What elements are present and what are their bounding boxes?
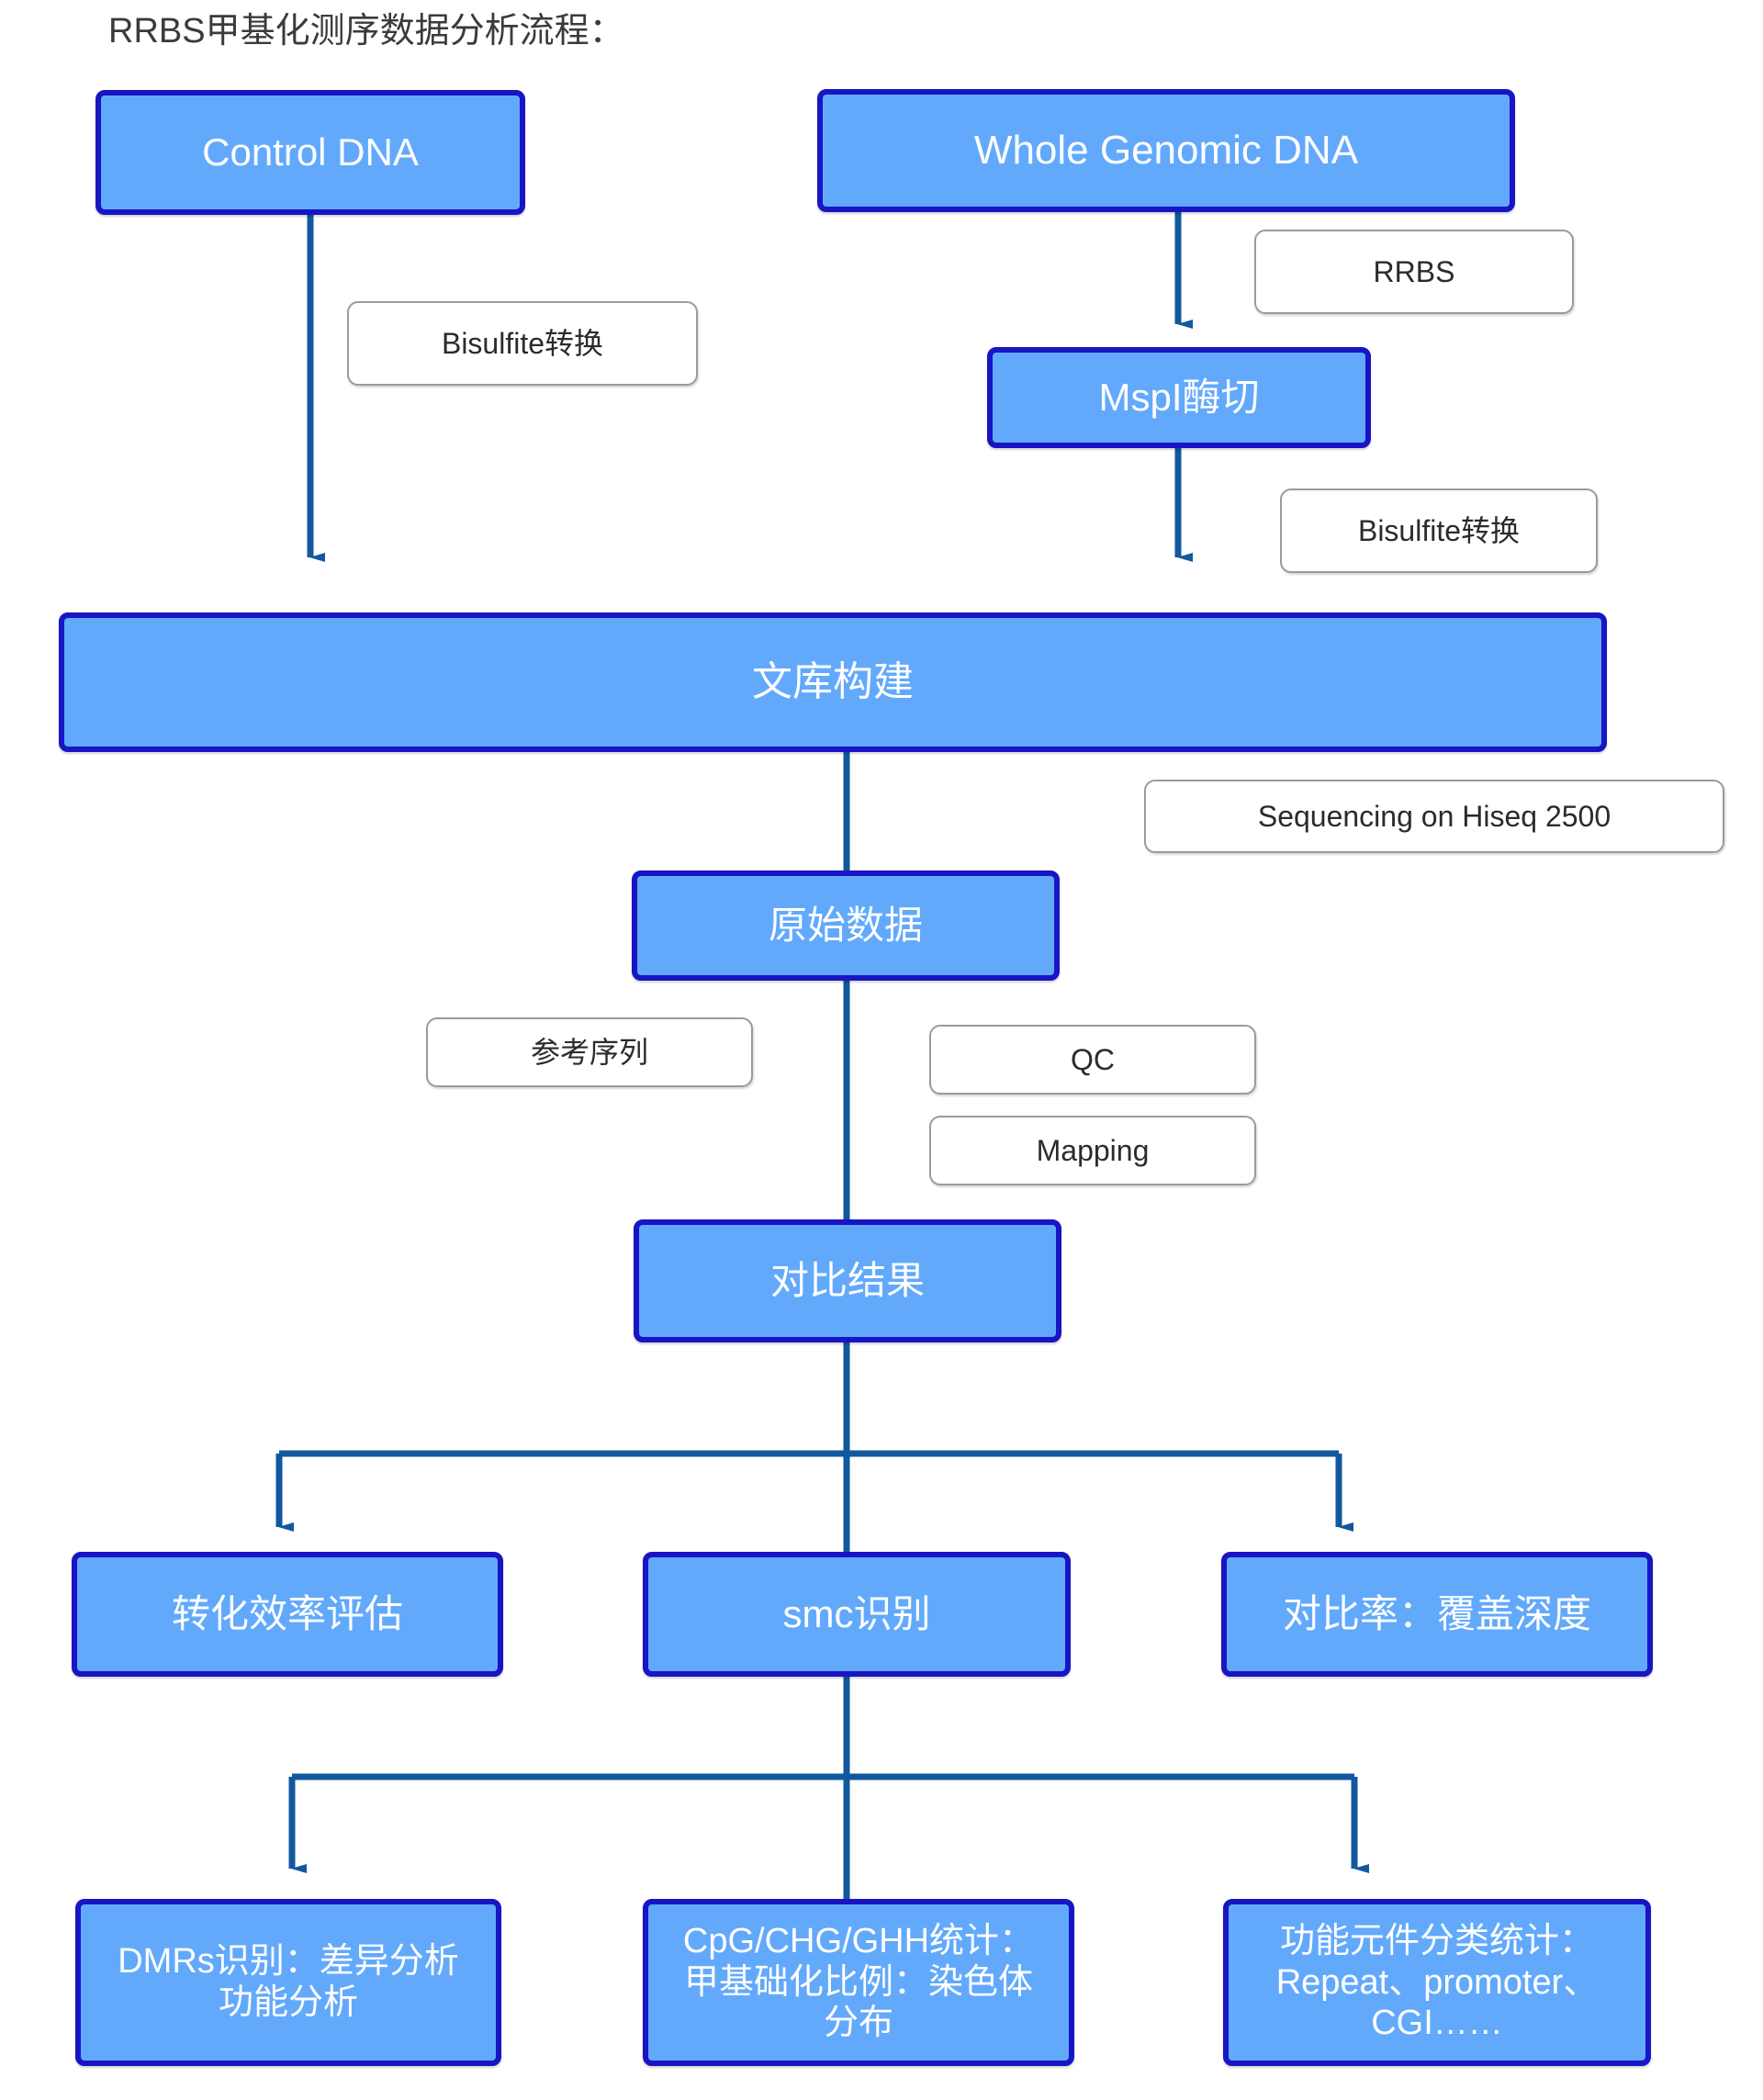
- node-feature-stats[interactable]: 功能元件分类统计： Repeat、promoter、 CGI……: [1223, 1899, 1651, 2066]
- tag-mapping[interactable]: Mapping: [929, 1116, 1256, 1185]
- node-mspi-digestion[interactable]: MspI酶切: [987, 347, 1371, 448]
- tag-bisulfite-right[interactable]: Bisulfite转换: [1280, 489, 1598, 573]
- node-context-stats[interactable]: CpG/CHG/GHH统计： 甲基础化比例：染色体 分布: [643, 1899, 1074, 2066]
- node-dmrs[interactable]: DMRs识别：差异分析 功能分析: [75, 1899, 501, 2066]
- node-control-dna[interactable]: Control DNA: [95, 90, 525, 215]
- node-smc-detect[interactable]: smc识别: [643, 1552, 1071, 1677]
- page-title: RRBS甲基化测序数据分析流程：: [108, 12, 624, 51]
- tag-bisulfite-left[interactable]: Bisulfite转换: [347, 301, 698, 386]
- tag-qc[interactable]: QC: [929, 1025, 1256, 1095]
- tag-rrbs[interactable]: RRBS: [1254, 230, 1574, 314]
- node-alignment-result[interactable]: 对比结果: [634, 1219, 1061, 1342]
- node-whole-genomic-dna[interactable]: Whole Genomic DNA: [817, 89, 1515, 212]
- node-conversion-efficiency[interactable]: 转化效率评估: [72, 1552, 503, 1677]
- tag-sequencing[interactable]: Sequencing on Hiseq 2500: [1144, 780, 1724, 853]
- node-library-build[interactable]: 文库构建: [59, 612, 1607, 752]
- tag-reference-sequence[interactable]: 参考序列: [426, 1017, 753, 1087]
- node-raw-data[interactable]: 原始数据: [632, 870, 1060, 981]
- node-map-rate-depth[interactable]: 对比率：覆盖深度: [1221, 1552, 1653, 1677]
